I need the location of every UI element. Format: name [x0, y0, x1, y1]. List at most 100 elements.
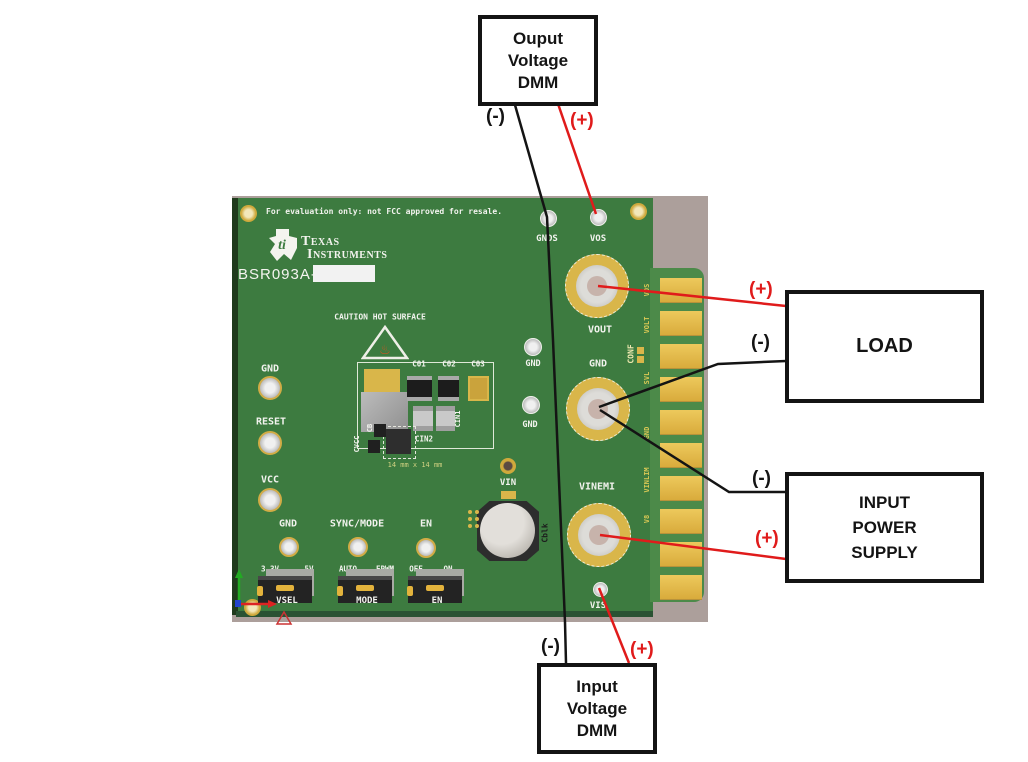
output-voltage-dmm-box: Ouput Voltage DMM — [478, 15, 598, 106]
label-en: EN — [419, 518, 433, 530]
label-c01: C01 — [412, 359, 426, 369]
label-c03: C03 — [471, 359, 485, 369]
testpoint-vos — [590, 209, 607, 226]
via-dot — [475, 524, 479, 528]
via-dot — [475, 517, 479, 521]
input-dmm-negative-label: (-) — [541, 636, 560, 657]
edge-finger — [660, 311, 702, 336]
input-voltage-dmm-box: Input Voltage DMM — [537, 663, 657, 754]
edge-finger — [660, 344, 702, 369]
jack-vout-hole — [587, 276, 607, 296]
load-label: LOAD — [856, 335, 913, 357]
label-vout: VOUT — [587, 324, 613, 336]
conf-pad — [637, 347, 644, 354]
label-gnd-jack: GND — [588, 358, 608, 370]
label-vcc: VCC — [260, 474, 280, 486]
jumper-mode-pin — [337, 586, 343, 596]
load-negative-label: (-) — [751, 332, 770, 353]
jack-vout — [565, 254, 629, 318]
edge-finger — [660, 443, 702, 468]
axis-origin-dot — [235, 600, 241, 607]
label-vinemi: VINEMI — [578, 481, 616, 493]
brand-texas: Texas — [301, 234, 340, 249]
jumper-vsel-shunt — [276, 585, 294, 591]
via-dot — [468, 510, 472, 514]
output-dmm-line2: Voltage — [507, 50, 569, 70]
jack-vinemi — [567, 503, 631, 567]
input-dmm-line3: DMM — [576, 720, 618, 740]
screw-hole-top-right — [630, 203, 647, 220]
wire-input-dmm-positive — [597, 587, 631, 664]
input-power-supply-line2: POWER — [852, 518, 917, 537]
jumper-mode-name: MODE — [356, 596, 378, 606]
testpoint-reset — [258, 431, 282, 455]
jack-gnd — [566, 377, 630, 441]
ti-logo: ti — [267, 228, 299, 262]
jumper-en-name: EN — [431, 596, 443, 606]
vin-solder-pad — [501, 491, 516, 499]
fcc-disclaimer: For evaluation only: not FCC approved fo… — [266, 207, 503, 216]
output-dmm-line3: DMM — [517, 72, 559, 92]
edge-finger — [660, 575, 702, 600]
output-dmm-positive-label: (+) — [570, 110, 594, 131]
board-id: BSR093A- — [238, 266, 317, 283]
ti-bug-icon: ti — [269, 229, 297, 261]
label-cin2: CIN2 — [414, 434, 434, 444]
output-dmm-negative-label: (-) — [486, 106, 505, 127]
output-dmm-line1: Ouput — [512, 28, 564, 48]
hot-surface-icon: ♨ — [379, 342, 391, 357]
input-supply-positive-label: (+) — [755, 528, 779, 549]
label-gnd-mid2: GND — [522, 420, 538, 430]
label-reset: RESET — [255, 416, 287, 428]
capacitor-c02 — [438, 376, 459, 401]
wire-load-negative — [598, 359, 787, 409]
jumper-mode-shunt — [356, 585, 374, 591]
bulk-capacitor-top — [480, 503, 535, 558]
small-component — [374, 424, 386, 437]
via-dot — [468, 524, 472, 528]
hot-surface-triangle-icon — [361, 325, 409, 360]
input-power-supply-box: INPUT POWER SUPPLY — [785, 472, 984, 583]
testpoint-en — [416, 538, 436, 558]
jumper-vsel-name: VSEL — [276, 596, 298, 606]
ic-size-note: 14 mm x 14 mm — [387, 461, 443, 469]
label-gnd-bot: GND — [278, 518, 298, 530]
load-positive-label: (+) — [749, 279, 773, 300]
ic-chip — [386, 429, 411, 454]
axis-x-arrowhead — [268, 600, 277, 608]
capacitor-cin-b — [436, 406, 455, 431]
via-dot — [475, 510, 479, 514]
component-area-outline — [357, 362, 494, 449]
edge-finger — [660, 476, 702, 501]
screw-hole-top-left — [240, 205, 257, 222]
gold-pad — [364, 369, 400, 393]
label-vos: VOS — [589, 234, 607, 244]
testpoint-sync-mode — [348, 537, 368, 557]
axis-y-arrowhead — [235, 569, 243, 578]
wire-input-supply-positive — [599, 533, 787, 561]
brand-instruments: Instruments — [307, 247, 388, 262]
input-supply-negative-label: (-) — [752, 468, 771, 489]
wire-load-positive — [597, 284, 787, 308]
label-c02: C02 — [442, 359, 456, 369]
testpoint-vcc — [258, 488, 282, 512]
edge-finger — [660, 278, 702, 303]
via-dot — [468, 517, 472, 521]
jack-gnd-hole — [588, 399, 608, 419]
red-triangle-marker — [275, 610, 293, 625]
input-dmm-positive-label: (+) — [630, 639, 654, 660]
label-sync-mode: SYNC/MODE — [329, 518, 385, 530]
testpoint-gnd-mid1 — [524, 338, 542, 356]
input-dmm-line1: Input — [576, 676, 618, 696]
conf-pad — [637, 356, 644, 363]
board-id-blank-label — [313, 265, 375, 282]
input-power-supply-line3: SUPPLY — [851, 543, 918, 562]
capacitor-c03 — [468, 376, 489, 401]
jumper-en-shunt — [426, 585, 444, 591]
pcb-bottom-edge — [236, 611, 653, 617]
edge-finger — [660, 509, 702, 534]
input-dmm-line2: Voltage — [566, 698, 628, 718]
capacitor-cin-a — [413, 406, 433, 431]
label-vis: VIS — [589, 601, 607, 611]
